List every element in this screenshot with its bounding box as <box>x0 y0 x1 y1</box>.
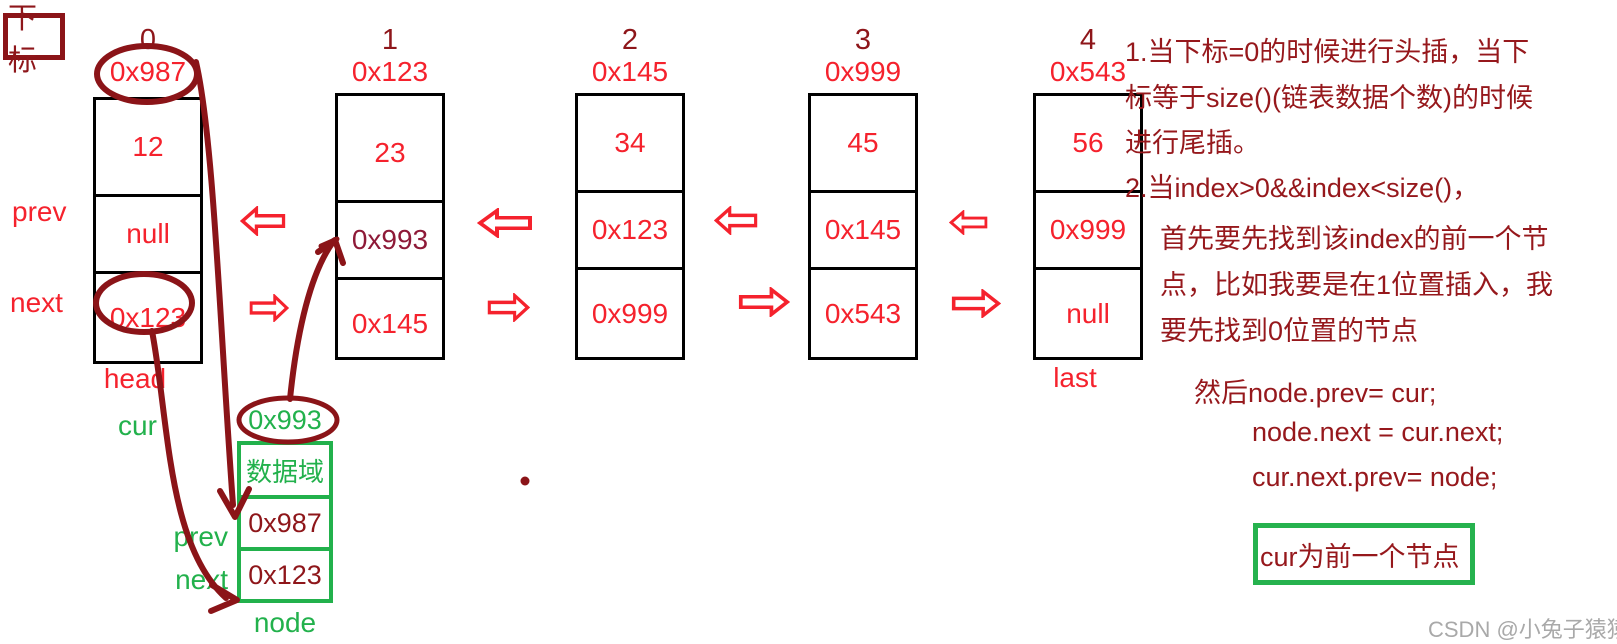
note-line-1: 1.当下标=0的时候进行头插，当下 <box>1125 37 1530 67</box>
value-cell: 23 <box>374 137 406 168</box>
note-line-7: 要先找到0位置的节点 <box>1160 316 1419 346</box>
new-node-next-label: next <box>175 564 228 595</box>
new-node-data-cell: 数据域 <box>245 456 324 487</box>
code-line-2: node.next = cur.next; <box>1252 417 1504 447</box>
new-node-prev-label: prev <box>173 521 228 552</box>
left-block-arrow-icon <box>477 208 532 238</box>
code-line-1: 然后node.prev= cur; <box>1194 378 1437 408</box>
value-cell: 56 <box>1072 127 1104 158</box>
head-pointer-label: head <box>103 363 167 394</box>
next-cell: 0x145 <box>338 277 442 367</box>
cur-pointer-label: cur <box>118 410 157 441</box>
left-block-arrow-icon <box>949 210 988 235</box>
column-index: 0 <box>139 24 157 56</box>
new-node-next-cell: 0x123 <box>241 547 329 599</box>
column-address: 0x987 <box>109 56 187 87</box>
prev-row-label: prev <box>12 196 67 227</box>
index-legend-box: 下标 <box>3 3 65 77</box>
cur-note-highlight-box: cur为前一个节点 <box>1253 523 1475 585</box>
note-line-3: 进行尾插。 <box>1125 128 1260 158</box>
value-cell: 45 <box>847 127 879 158</box>
column-address: 0x123 <box>351 56 429 87</box>
value-cell: 34 <box>614 127 646 158</box>
next-cell: 0x999 <box>578 267 682 357</box>
new-node-name-label: node <box>253 607 317 638</box>
value-cell: 12 <box>132 131 164 162</box>
new-node-box: 数据域 0x987 0x123 <box>237 441 333 603</box>
curve-0x993-to-col1-prev <box>287 239 336 402</box>
node-box: 45 0x145 0x543 <box>808 93 918 360</box>
cur-note-text: cur为前一个节点 <box>1260 541 1460 572</box>
prev-cell: 0x123 <box>578 190 682 267</box>
csdn-watermark: CSDN @小兔子猿猿 <box>1428 617 1617 642</box>
right-block-arrow-icon <box>951 289 1001 318</box>
stray-dot <box>520 476 530 486</box>
prev-cell: 0x145 <box>811 190 915 267</box>
note-line-2: 标等于size()(链表数据个数)的时候 <box>1125 83 1533 113</box>
node-box: 56 0x999 null <box>1033 93 1143 360</box>
column-index: 2 <box>621 24 639 56</box>
index-legend-label: 下标 <box>8 2 38 77</box>
prev-cell: 0x993 <box>338 200 442 277</box>
next-cell: 0x123 <box>96 271 200 361</box>
right-block-arrow-icon <box>249 294 289 322</box>
column-index: 1 <box>381 24 399 56</box>
prev-cell: null <box>96 194 200 271</box>
next-cell: 0x543 <box>811 267 915 357</box>
note-line-6: 点，比如我要是在1位置插入，我 <box>1160 270 1554 300</box>
right-block-arrow-icon <box>738 287 790 317</box>
left-block-arrow-icon <box>240 206 286 236</box>
column-address: 0x999 <box>824 56 902 87</box>
column-index: 3 <box>854 24 872 56</box>
last-pointer-label: last <box>1053 362 1097 393</box>
code-line-3: cur.next.prev= node; <box>1252 462 1498 492</box>
note-line-5: 首先要先找到该index的前一个节 <box>1160 224 1549 254</box>
note-line-4: 2.当index>0&&index<size()， <box>1125 173 1480 203</box>
new-node-address: 0x993 <box>248 405 322 435</box>
right-block-arrow-icon <box>487 293 530 322</box>
prev-cell: 0x999 <box>1036 190 1140 267</box>
node-box: 23 0x993 0x145 <box>335 93 445 360</box>
left-block-arrow-icon <box>714 206 758 235</box>
new-node-prev-cell: 0x987 <box>241 495 329 547</box>
column-address: 0x145 <box>591 56 669 87</box>
node-box: 34 0x123 0x999 <box>575 93 685 360</box>
next-row-label: next <box>10 287 63 318</box>
column-address: 0x543 <box>1049 56 1127 87</box>
node-box: 12 null 0x123 <box>93 97 203 364</box>
next-cell: null <box>1036 267 1140 357</box>
column-index: 4 <box>1079 24 1097 56</box>
